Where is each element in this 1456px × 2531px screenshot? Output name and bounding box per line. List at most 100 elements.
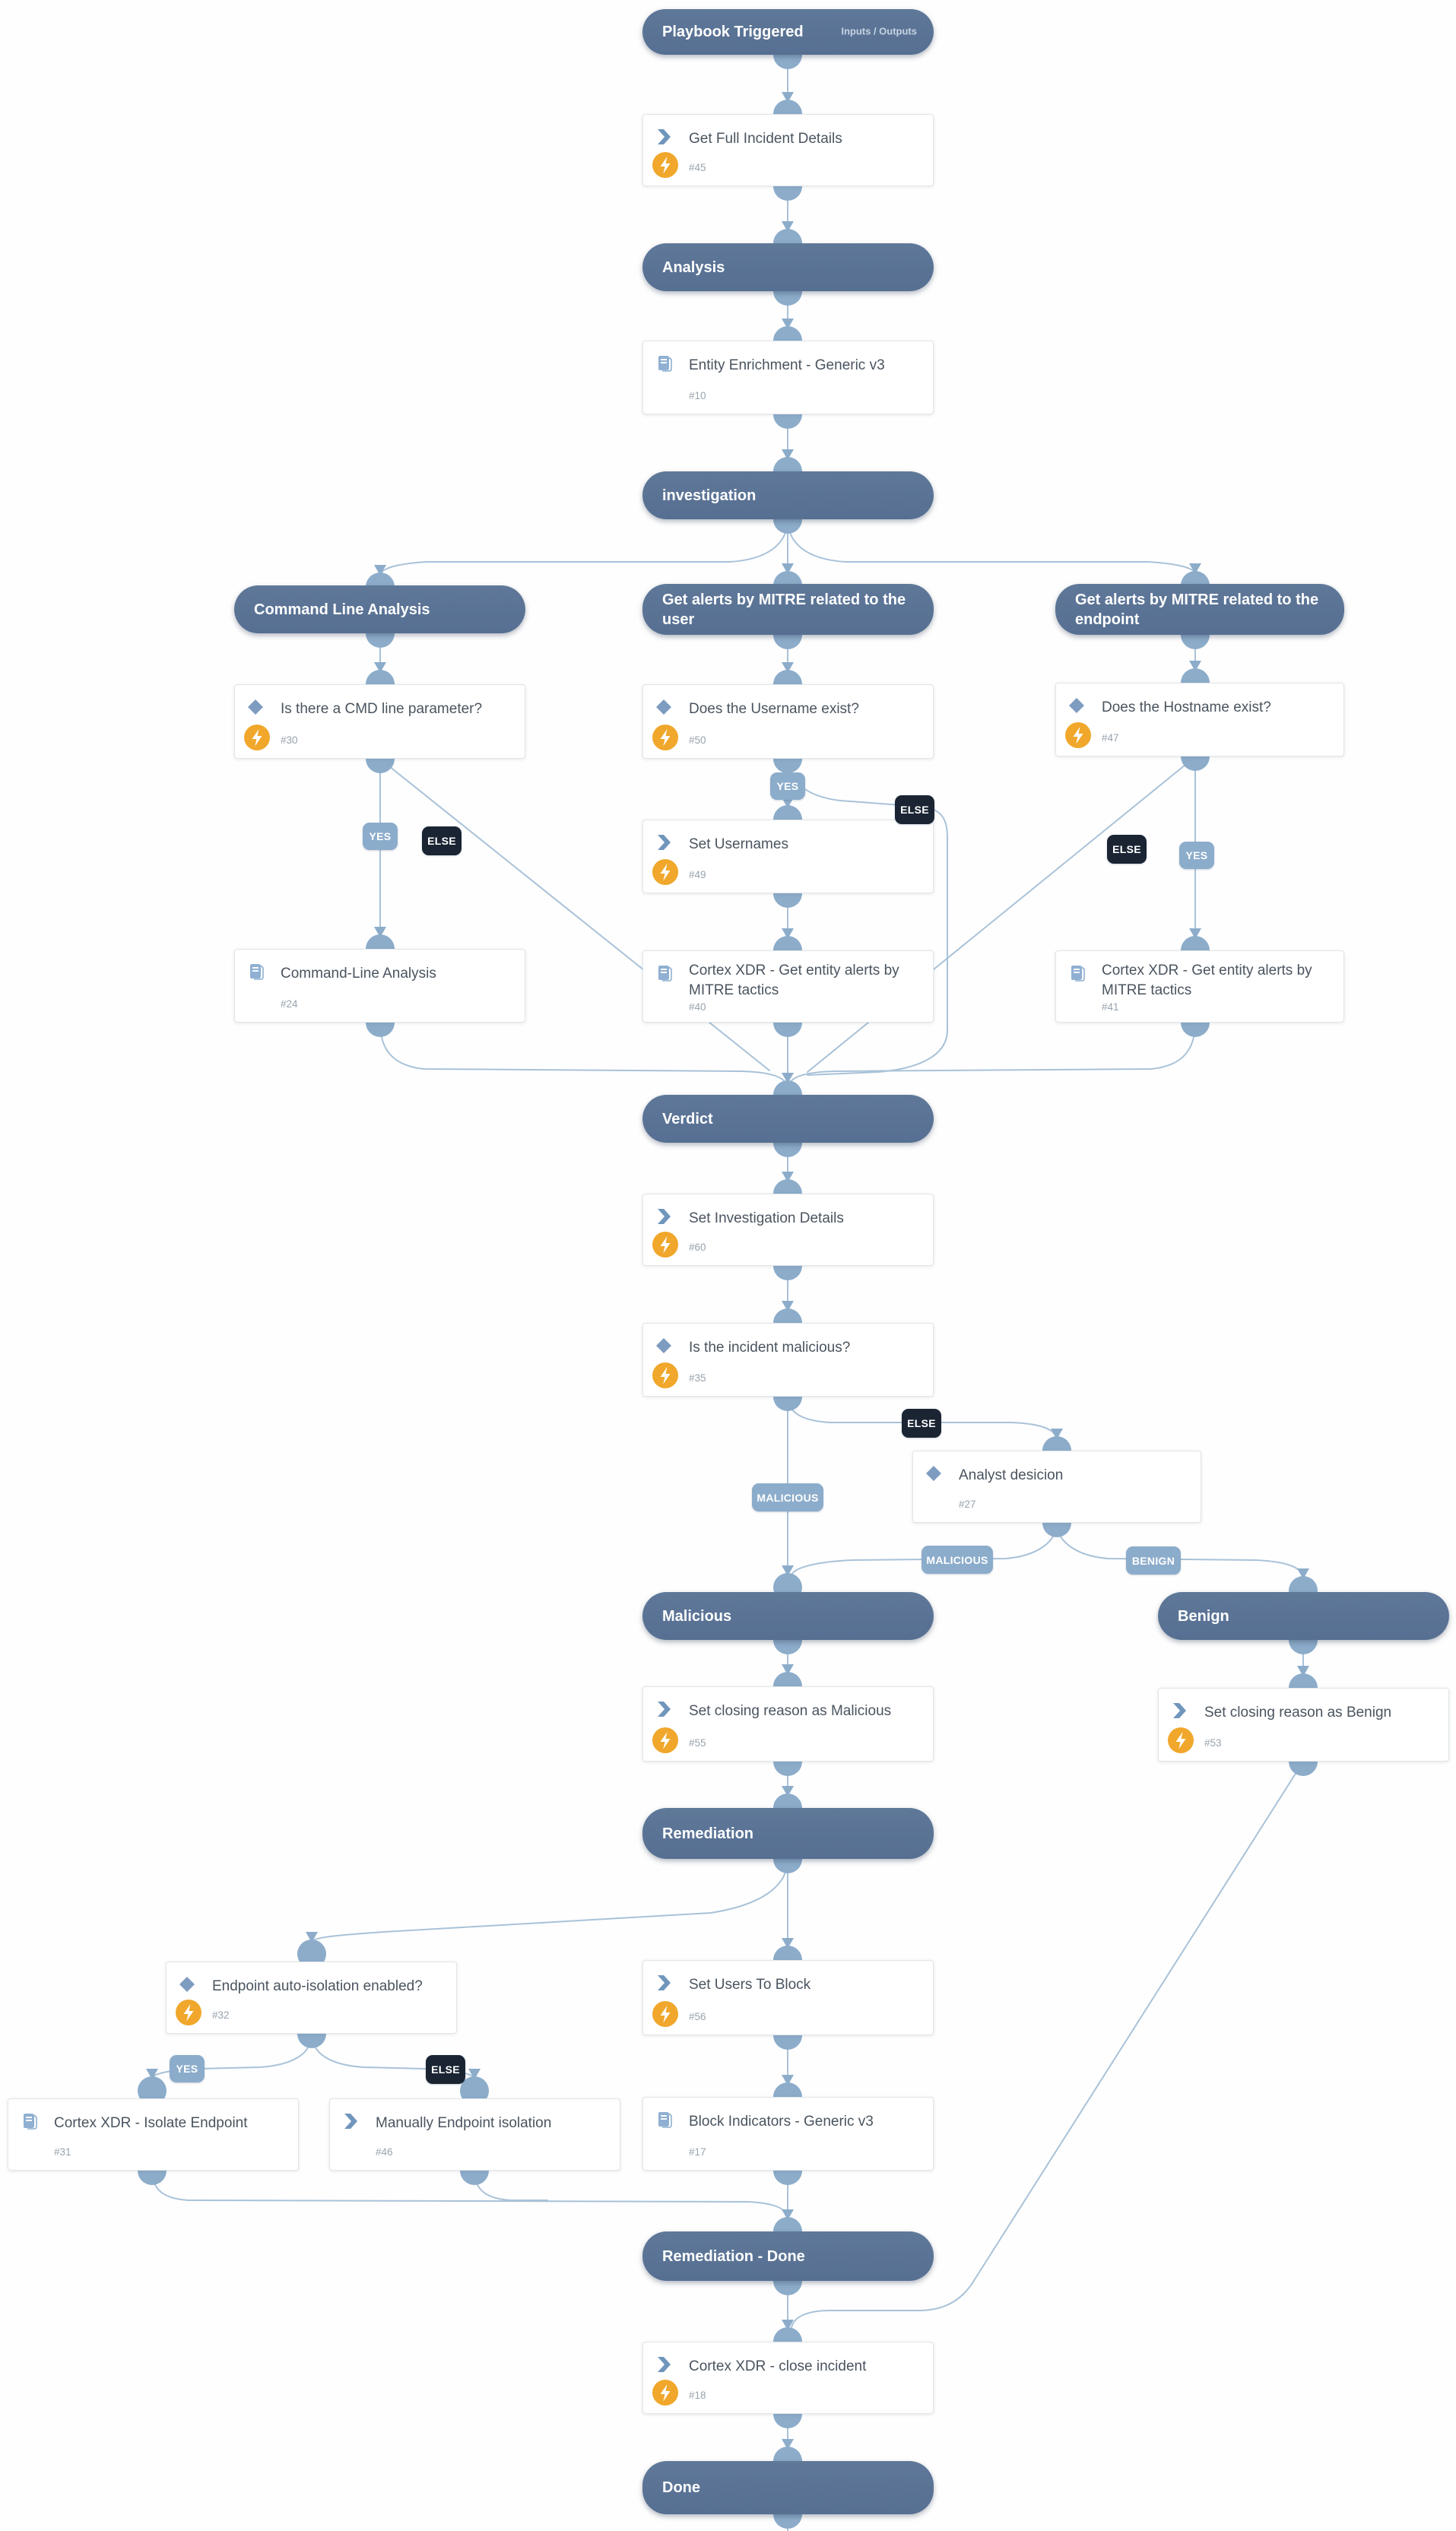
edge-label-else: ELSE	[895, 795, 934, 824]
task-title: Cortex XDR - Get entity alerts by MITRE …	[689, 963, 899, 998]
quiet-mode-bolt-icon	[652, 1232, 678, 1258]
task-id: #60	[689, 1242, 706, 1253]
sub-playbook-book-icon	[20, 2112, 38, 2130]
section-title: Remediation	[662, 1825, 754, 1842]
quiet-mode-bolt-icon	[652, 2001, 678, 2027]
task-entity-enrichment[interactable]: Entity Enrichment - Generic v3 #10	[642, 341, 934, 414]
section-title: Benign	[1178, 1607, 1229, 1625]
quiet-mode-bolt-icon	[1065, 722, 1091, 748]
task-id: #32	[212, 2009, 230, 2021]
section-title: Analysis	[662, 258, 725, 276]
task-title: Endpoint auto-isolation enabled?	[212, 1978, 423, 1994]
quiet-mode-bolt-icon	[652, 1362, 678, 1388]
section-title: Done	[662, 2479, 700, 2496]
task-xdr-alerts-endpoint[interactable]: Cortex XDR - Get entity alerts by MITRE …	[1055, 950, 1344, 1023]
condition-diamond-icon	[655, 698, 673, 716]
task-closing-reason-malicious[interactable]: Set closing reason as Malicious #55	[642, 1686, 934, 1762]
section-mitre-endpoint[interactable]: Get alerts by MITRE related to the endpo…	[1055, 584, 1344, 635]
condition-diamond-icon	[246, 698, 265, 716]
automation-chevron-icon	[655, 128, 673, 146]
section-title: Remediation - Done	[662, 2247, 805, 2265]
edge-label-else: ELSE	[426, 2055, 465, 2084]
task-id: #50	[689, 734, 706, 746]
task-title: Set closing reason as Malicious	[689, 1703, 892, 1719]
edge-label-else: ELSE	[422, 826, 462, 855]
task-set-investigation-details[interactable]: Set Investigation Details #60	[642, 1194, 934, 1266]
quiet-mode-bolt-icon	[652, 1727, 678, 1753]
task-id: #17	[689, 2146, 706, 2158]
quiet-mode-bolt-icon	[652, 859, 678, 885]
sub-playbook-book-icon	[246, 963, 265, 981]
task-isolate-endpoint[interactable]: Cortex XDR - Isolate Endpoint #31	[8, 2098, 299, 2171]
task-id: #46	[376, 2146, 393, 2158]
quiet-mode-bolt-icon	[652, 725, 678, 750]
quiet-mode-bolt-icon	[244, 725, 270, 750]
condition-diamond-icon	[1067, 696, 1086, 715]
section-remediation[interactable]: Remediation	[642, 1808, 934, 1859]
task-id: #56	[689, 2011, 706, 2022]
task-set-users-to-block[interactable]: Set Users To Block #56	[642, 1960, 934, 2035]
task-endpoint-isolation-condition[interactable]: Endpoint auto-isolation enabled? #32	[166, 1962, 457, 2034]
section-benign[interactable]: Benign	[1158, 1592, 1449, 1640]
task-title: Set Users To Block	[689, 1977, 811, 1993]
task-command-line-analysis-playbook[interactable]: Command-Line Analysis #24	[234, 949, 525, 1023]
task-analyst-decision-condition[interactable]: Analyst desicion #27	[912, 1451, 1201, 1523]
task-block-indicators[interactable]: Block Indicators - Generic v3 #17	[642, 2097, 934, 2171]
task-id: #55	[689, 1737, 706, 1749]
automation-chevron-icon	[655, 2355, 673, 2374]
task-id: #47	[1102, 732, 1119, 744]
section-done[interactable]: Done	[642, 2461, 934, 2514]
task-cmd-line-param-condition[interactable]: Is there a CMD line parameter? #30	[234, 684, 525, 759]
task-title: Block Indicators - Generic v3	[689, 2114, 874, 2130]
task-title: Set Investigation Details	[689, 1210, 844, 1226]
edge-label-malicious: MALICIOUS	[921, 1546, 993, 1574]
task-close-incident[interactable]: Cortex XDR - close incident #18	[642, 2342, 934, 2414]
section-playbook-triggered[interactable]: Playbook Triggered Inputs / Outputs	[642, 9, 934, 55]
task-username-exist-condition[interactable]: Does the Username exist? #50	[642, 684, 934, 759]
task-id: #45	[689, 162, 706, 173]
edge-label-malicious: MALICIOUS	[752, 1483, 823, 1511]
section-title: Command Line Analysis	[254, 601, 430, 618]
section-verdict[interactable]: Verdict	[642, 1095, 934, 1143]
task-hostname-exist-condition[interactable]: Does the Hostname exist? #47	[1055, 683, 1344, 756]
task-set-usernames[interactable]: Set Usernames #49	[642, 820, 934, 893]
automation-chevron-icon	[655, 833, 673, 852]
section-title: investigation	[662, 487, 757, 504]
task-manual-endpoint-isolation[interactable]: Manually Endpoint isolation #46	[329, 2098, 620, 2171]
condition-diamond-icon	[655, 1337, 673, 1355]
edge-label-else: ELSE	[902, 1409, 941, 1438]
section-command-line-analysis[interactable]: Command Line Analysis	[234, 585, 525, 633]
task-id: #41	[1102, 1001, 1119, 1013]
task-id: #30	[281, 734, 298, 746]
task-closing-reason-benign[interactable]: Set closing reason as Benign #53	[1158, 1688, 1449, 1762]
task-title: Is the incident malicious?	[689, 1340, 851, 1356]
section-title: Get alerts by MITRE related to the endpo…	[1075, 591, 1319, 628]
task-xdr-alerts-user[interactable]: Cortex XDR - Get entity alerts by MITRE …	[642, 950, 934, 1023]
automation-chevron-icon	[1170, 1702, 1188, 1720]
task-title: Is there a CMD line parameter?	[281, 701, 483, 717]
task-id: #53	[1204, 1737, 1222, 1749]
task-id: #10	[689, 390, 706, 401]
section-remediation-done[interactable]: Remediation - Done	[642, 2231, 934, 2281]
task-title: Cortex XDR - Isolate Endpoint	[54, 2115, 248, 2131]
section-investigation[interactable]: investigation	[642, 471, 934, 519]
task-id: #35	[689, 1372, 706, 1384]
section-title: Playbook Triggered	[662, 24, 804, 40]
inputs-outputs-link[interactable]: Inputs / Outputs	[841, 25, 917, 37]
task-get-full-incident-details[interactable]: Get Full Incident Details #45	[642, 114, 934, 186]
task-title: Entity Enrichment - Generic v3	[689, 357, 885, 373]
edge-label-else: ELSE	[1107, 835, 1147, 864]
task-incident-malicious-condition[interactable]: Is the incident malicious? #35	[642, 1323, 934, 1397]
task-title: Cortex XDR - close incident	[689, 2358, 867, 2374]
sub-playbook-book-icon	[655, 964, 673, 982]
edge-label-yes: YES	[1179, 842, 1214, 869]
condition-diamond-icon	[178, 1975, 196, 1993]
task-id: #24	[281, 998, 298, 1010]
edge-label-benign: BENIGN	[1126, 1546, 1181, 1575]
sub-playbook-book-icon	[655, 354, 673, 373]
section-mitre-user[interactable]: Get alerts by MITRE related to the user	[642, 584, 934, 635]
task-id: #31	[54, 2146, 71, 2158]
section-analysis[interactable]: Analysis	[642, 243, 934, 291]
section-malicious[interactable]: Malicious	[642, 1592, 934, 1640]
